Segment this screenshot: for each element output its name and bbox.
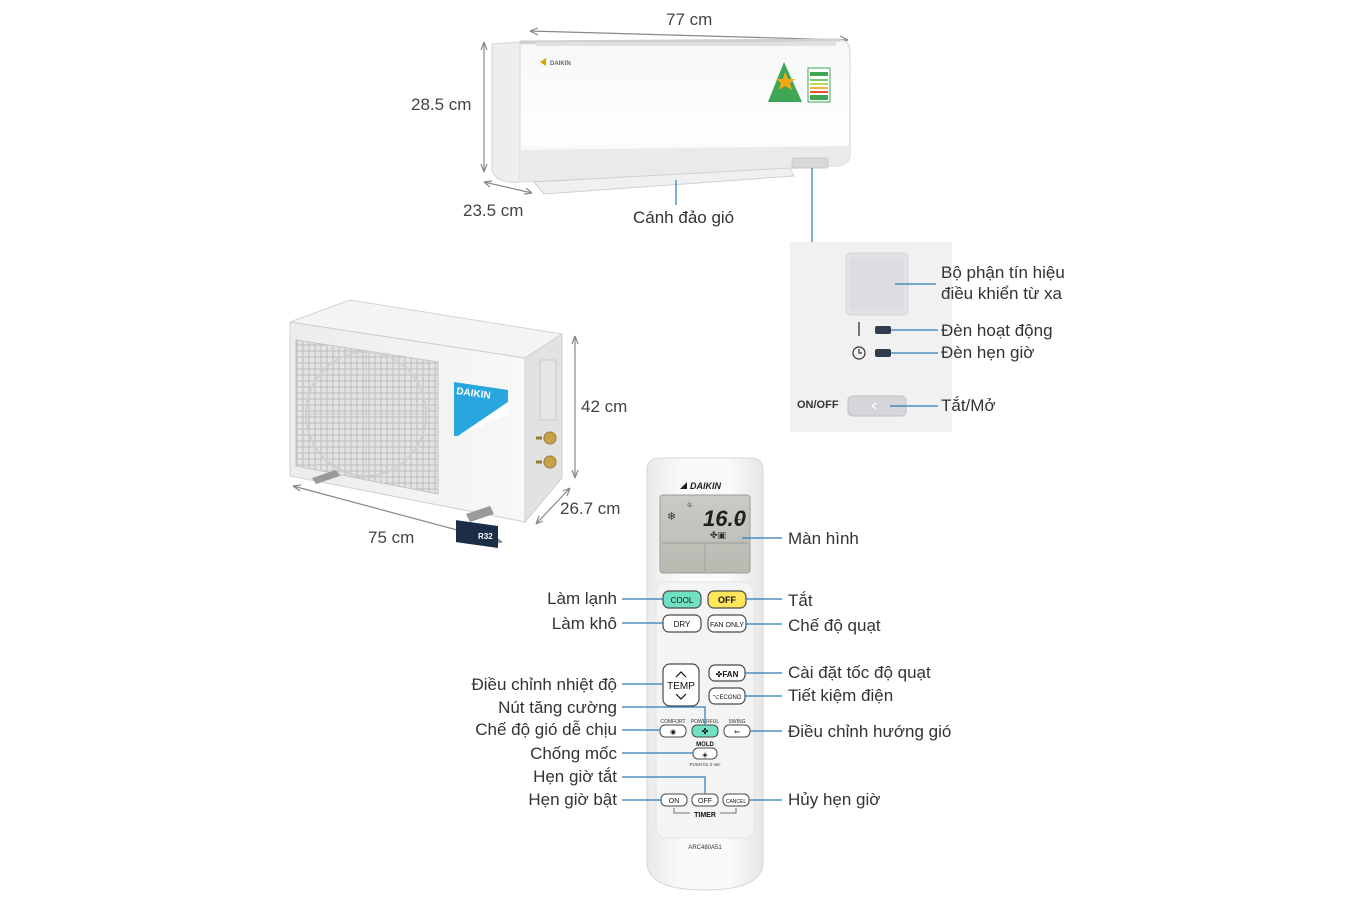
fan-only-button[interactable]: FAN ONLY (707, 614, 747, 633)
louver-label: Cánh đảo gió (633, 208, 735, 227)
indoor-unit: DAIKIN (480, 27, 851, 242)
label-timer-off: Hẹn giờ tắt (533, 767, 617, 786)
temp-button[interactable]: TEMP (662, 663, 700, 707)
timer-on-button-label: ON (669, 798, 680, 805)
signal-receiver-label: Bộ phận tín hiệu (941, 263, 1065, 282)
remote-brand-logo: DAIKIN (690, 481, 721, 491)
dry-button[interactable]: DRY (662, 614, 702, 633)
mold-caption: MOLD (696, 742, 714, 748)
powerful-fan-icon: ✤ (702, 727, 709, 736)
fan-button-label: ✤FAN (716, 670, 739, 679)
outdoor-brand-logo: DAIKIN (456, 386, 492, 402)
label-mold: Chống mốc (530, 744, 617, 763)
mold-icon: ◈ (702, 752, 708, 759)
snowflake-icon: ❄ (667, 511, 676, 523)
comfort-button[interactable]: ◉ (659, 724, 687, 738)
indoor-depth: 23.5 cm (463, 201, 524, 220)
outdoor-width: 75 cm (368, 528, 415, 547)
svg-text:①: ① (687, 502, 692, 509)
outdoor-unit: DAIKIN R32 (289, 299, 579, 548)
timer-off-button-label: OFF (698, 798, 712, 805)
fan-button[interactable]: ✤FAN (708, 664, 746, 682)
cool-button-label: COOL (671, 596, 694, 605)
remote-model: ARC480A51 (688, 845, 722, 851)
timer-lamp-label: Đèn hẹn giờ (941, 343, 1035, 362)
comfort-caption: COMFORT (660, 719, 685, 725)
swing-caption: SWING (729, 719, 746, 725)
mold-sub-caption: PUSH for 2 sec (689, 762, 721, 767)
indoor-height: 28.5 cm (411, 95, 472, 114)
cancel-button-label: CANCEL (726, 799, 747, 805)
label-cool: Làm lạnh (547, 589, 617, 608)
fan-icon: ✤▣ (710, 530, 726, 540)
label-temp: Điều chỉnh nhiệt độ (471, 675, 617, 694)
remote-control: DAIKIN ❄ ① 16.0 °C ✤▣ COOL OFF DRY FAN O… (622, 457, 782, 891)
powerful-button[interactable]: ✤ (691, 724, 719, 738)
outdoor-height: 42 cm (581, 397, 628, 416)
indoor-width: 77 cm (666, 10, 713, 29)
label-dry: Làm khô (551, 614, 617, 633)
timer-on-button[interactable]: ON (660, 793, 688, 807)
onoff-label: Tắt/Mở (941, 396, 996, 415)
cancel-button[interactable]: CANCEL (722, 793, 750, 807)
label-off: Tắt (788, 591, 813, 610)
temp-button-label: TEMP (667, 681, 695, 692)
off-button[interactable]: OFF (707, 590, 747, 609)
econo-button[interactable]: ⌥ECONO (708, 687, 746, 705)
dry-button-label: DRY (674, 620, 691, 629)
label-cancel: Hủy hẹn giờ (788, 790, 881, 809)
cool-button[interactable]: COOL (662, 590, 702, 609)
mold-button[interactable]: ◈ (692, 747, 718, 760)
swing-button[interactable]: ⇐ (723, 724, 751, 738)
label-fan-speed: Cài đặt tốc độ quạt (788, 663, 931, 682)
lcd-unit: °C (734, 518, 742, 526)
lcd-temperature: 16.0 (703, 506, 747, 531)
label-comfort: Chế độ gió dễ chịu (475, 720, 617, 739)
comfort-icon: ◉ (670, 729, 676, 736)
timer-caption: TIMER (694, 812, 716, 819)
operation-lamp-label: Đèn hoạt động (941, 321, 1053, 340)
label-econo: Tiết kiệm điện (788, 686, 894, 705)
timer-off-button[interactable]: OFF (691, 793, 719, 807)
label-screen: Màn hình (788, 529, 859, 548)
display-panel (790, 242, 952, 432)
signal-receiver-label-2: điều khiển từ xa (941, 284, 1063, 303)
label-swing: Điều chỉnh hướng gió (788, 722, 952, 741)
refrigerant-label: R32 (478, 532, 493, 541)
fan-only-button-label: FAN ONLY (710, 622, 744, 629)
off-button-label: OFF (718, 595, 736, 605)
econo-button-label: ⌥ECONO (713, 695, 742, 701)
label-powerful: Nút tăng cường (498, 698, 617, 717)
label-timer-on: Hẹn giờ bật (528, 790, 617, 809)
label-fan-mode: Chế độ quạt (788, 616, 881, 635)
timer-clock-icon (852, 346, 866, 360)
outdoor-depth: 26.7 cm (560, 499, 621, 518)
indoor-brand-logo: DAIKIN (550, 61, 571, 67)
swing-icon: ⇐ (734, 729, 740, 736)
panel-onoff-text: ON/OFF (797, 399, 839, 411)
